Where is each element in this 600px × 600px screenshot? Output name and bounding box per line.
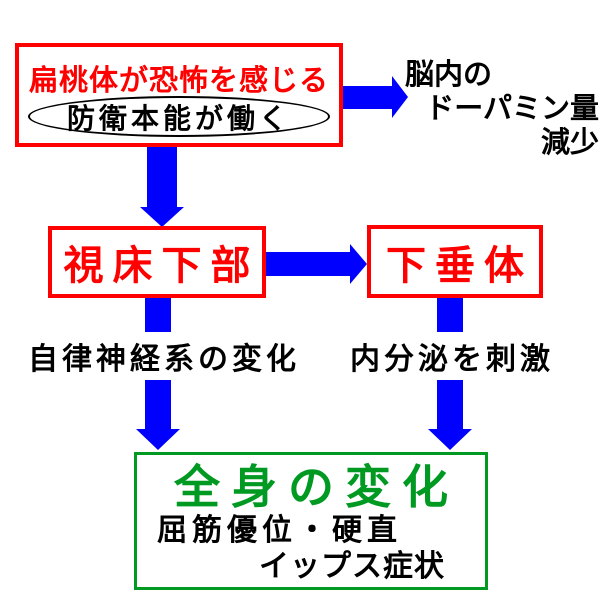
dopamine-note-line3: 減少: [540, 125, 599, 159]
arrow-hypothalamus-to-pituitary-shaft: [264, 252, 351, 276]
autonomic-nervous-system-label: 自律神経系の変化: [28, 332, 300, 380]
whole-body-line2: イップス症状: [259, 549, 445, 584]
hypothalamus-label: 視床下部: [63, 243, 260, 289]
arrow-right-icon: [350, 244, 367, 284]
whole-body-line1: 屈筋優位・硬直: [157, 513, 402, 548]
defense-instinct-ellipse: 防衛本能が働く: [28, 96, 330, 137]
dopamine-note-line2: ドーパミン量: [425, 91, 599, 125]
endocrine-stimulation-label: 内分泌を刺激: [350, 332, 554, 380]
pituitary-label: 下垂体: [386, 242, 533, 289]
defense-instinct-label: 防衛本能が働く: [66, 101, 291, 135]
arrow-right-icon: [392, 76, 408, 118]
amygdala-title: 扁桃体が恐怖を感じる: [28, 63, 329, 97]
whole-body-title: 全身の変化: [174, 460, 459, 514]
box-amygdala: 扁桃体が恐怖を感じる 防衛本能が働く: [15, 43, 343, 147]
arrow-down-icon: [140, 207, 184, 227]
box-pituitary: 下垂体: [367, 225, 543, 298]
arrow-amygdala-to-dopamine-shaft: [343, 86, 393, 109]
arrow-down-icon: [136, 429, 180, 450]
arrow-down-icon: [428, 429, 472, 450]
box-whole-body-changes: 全身の変化 屈筋優位・硬直 イップス症状: [134, 452, 488, 590]
dopamine-note: 脳内の ドーパミン量 減少: [405, 57, 599, 159]
box-hypothalamus: 視床下部: [48, 226, 266, 298]
dopamine-note-line1: 脳内の: [405, 57, 493, 91]
arrow-amygdala-to-hypothalamus-shaft: [147, 146, 177, 208]
